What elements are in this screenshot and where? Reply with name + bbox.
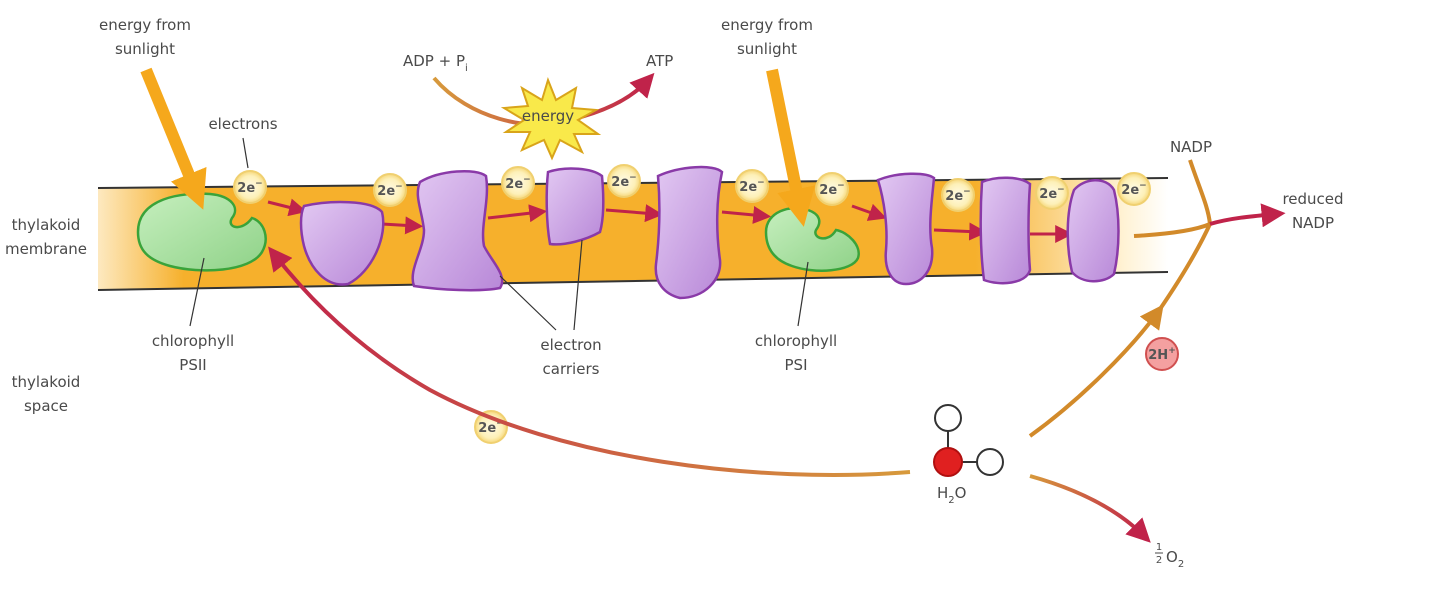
svg-text:2e−: 2e−: [611, 173, 636, 190]
nadp-input-arrow: [1188, 159, 1212, 225]
svg-text:2: 2: [1156, 555, 1162, 566]
thylakoid-space-line2: space: [24, 397, 68, 415]
carrier-6: [979, 176, 1032, 285]
electron-pair-5: 2e−: [735, 169, 769, 203]
atp-label: ATP: [646, 52, 673, 70]
electron-pair-7: 2e−: [941, 178, 975, 212]
half-o2-label: 1 2 O2: [1155, 542, 1184, 570]
chlorophyll-psi-line1: chlorophyll: [755, 332, 837, 350]
electron-carriers: [299, 165, 1120, 300]
sunlight-arrow-psi: [766, 68, 815, 227]
sunlight-arrows: [140, 67, 815, 227]
atp-synthesis: energy: [432, 72, 655, 161]
carrier-3: [545, 167, 605, 246]
nadp-reduction-arrow-in: [1133, 222, 1211, 238]
electron-pair-6: 2e−: [815, 172, 849, 206]
svg-text:2e−: 2e−: [478, 419, 503, 436]
electron-carriers-line2: carriers: [543, 360, 600, 378]
carrier-4: [654, 165, 724, 300]
svg-text:2e−: 2e−: [1121, 181, 1146, 198]
reduced-nadp-line1: reduced: [1282, 190, 1343, 208]
svg-text:2e−: 2e−: [739, 178, 764, 195]
nadp-h-arrow: [1156, 223, 1212, 314]
electron-pair-2: 2e−: [373, 173, 407, 207]
thylakoid-space-line1: thylakoid: [12, 373, 81, 391]
chlorophyll-psii-line1: chlorophyll: [152, 332, 234, 350]
electron-pair-3: 2e−: [501, 166, 535, 200]
svg-text:O2: O2: [1166, 548, 1184, 570]
adp-pi-label: ADP + Pi: [403, 52, 468, 74]
energy-sunlight-1-line1: energy from: [99, 16, 191, 34]
svg-text:2H+: 2H+: [1148, 346, 1175, 363]
carrier-2: [411, 170, 504, 292]
energy-sunlight-2-line1: energy from: [721, 16, 813, 34]
h2o-label: H2O: [937, 484, 966, 506]
text-labels: energy from sunlight energy from sunligh…: [5, 16, 1344, 570]
oxygen-arrow: [1029, 474, 1151, 543]
electron-return-arrow: [268, 246, 911, 477]
svg-text:2e−: 2e−: [237, 179, 262, 196]
svg-text:2e−: 2e−: [819, 181, 844, 198]
electron-flow-arrows: [267, 198, 1074, 243]
electron-pair-4: 2e−: [607, 164, 641, 198]
carrier-5: [876, 172, 936, 286]
chlorophyll-psii-line2: PSII: [179, 356, 206, 374]
water-molecule: [933, 404, 1004, 477]
svg-text:2e−: 2e−: [945, 187, 970, 204]
svg-text:2e−: 2e−: [505, 175, 530, 192]
electron-pair-9: 2e−: [1117, 172, 1151, 206]
thylakoid-membrane-line1: thylakoid: [12, 216, 81, 234]
energy-label: energy: [522, 107, 574, 125]
svg-text:2e−: 2e−: [1039, 185, 1064, 202]
energy-star: [500, 76, 602, 161]
thylakoid-membrane-line2: membrane: [5, 240, 87, 258]
nadp-label: NADP: [1170, 138, 1212, 156]
electron-pair-1: 2e−: [233, 170, 267, 204]
h-plus-arrow: [1028, 304, 1164, 438]
h-plus-badge: 2H+: [1145, 337, 1179, 371]
sunlight-arrow-psii: [140, 67, 207, 210]
water-arrows: [268, 159, 1286, 543]
reduced-nadp-arrow: [1209, 203, 1286, 228]
svg-text:2e−: 2e−: [377, 182, 402, 199]
reduced-nadp-line2: NADP: [1292, 214, 1334, 232]
carrier-1: [299, 200, 385, 286]
electron-pair-8: 2e−: [1035, 176, 1069, 210]
carrier-7: [1066, 179, 1120, 283]
energy-sunlight-2-line2: sunlight: [737, 40, 797, 58]
energy-sunlight-1-line2: sunlight: [115, 40, 175, 58]
svg-text:1: 1: [1156, 542, 1162, 553]
electron-pairs: 2e− 2e− 2e− 2e− 2e− 2e− 2e− 2e− 2e− 2e−: [233, 164, 1151, 444]
electrons-label: electrons: [208, 115, 277, 133]
chlorophyll-psi-line2: PSI: [785, 356, 808, 374]
electron-carriers-line1: electron: [540, 336, 601, 354]
